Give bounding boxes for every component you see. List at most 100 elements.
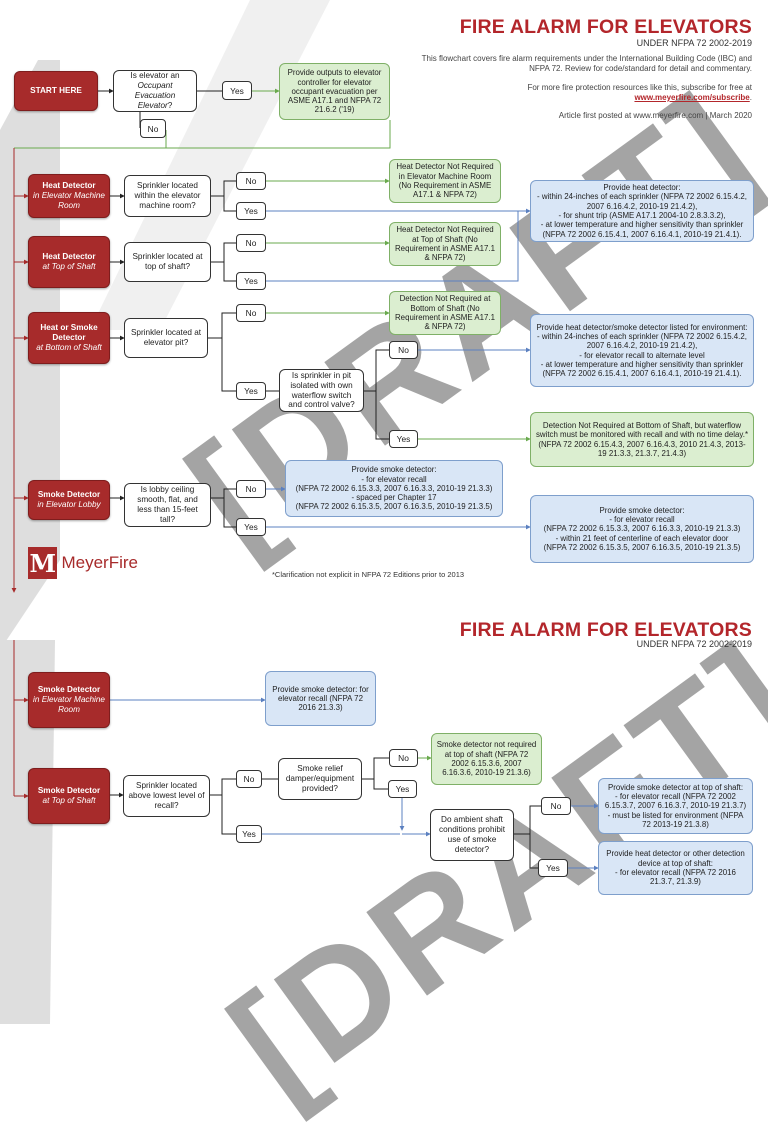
section2-title: FIRE ALARM FOR ELEVATORS bbox=[459, 619, 752, 641]
section2-subtitle: UNDER NFPA 72 2002-2019 bbox=[636, 639, 752, 649]
b4b-line3: (NFPA 72 2002 6.15.3.3, 2007 6.16.3.3, 2… bbox=[543, 524, 741, 534]
node-title: Smoke Detector bbox=[37, 685, 101, 695]
question-sprinkler-above-recall: Sprinkler located above lowest level of … bbox=[123, 775, 210, 817]
b6a-line2: - for elevator recall (NFPA 72 2002 6.15… bbox=[604, 792, 747, 811]
yes-label-occupant: Yes bbox=[222, 81, 252, 100]
b6b-line1: Provide heat detector or other detection… bbox=[606, 849, 745, 868]
outcome-smoke-machine-room: Provide smoke detector: for elevator rec… bbox=[265, 671, 376, 726]
no-label-q3: No bbox=[236, 304, 266, 322]
question-sprinkler-machine-room: Sprinkler located within the elevator ma… bbox=[124, 175, 211, 217]
question-sprinkler-top-of-shaft: Sprinkler located at top of shaft? bbox=[124, 242, 211, 282]
outcome-provide-heat-detector: Provide heat detector: - within 24-inche… bbox=[530, 180, 754, 242]
no-label-q6: No bbox=[236, 770, 262, 788]
yes-label-q2: Yes bbox=[236, 272, 266, 290]
no-label-q3b: No bbox=[389, 341, 418, 359]
question-pit-isolated-waterflow: Is sprinkler in pit isolated with own wa… bbox=[279, 369, 364, 412]
page-subtitle: UNDER NFPA 72 2002-2019 bbox=[636, 38, 752, 48]
outcome-heat-not-required-machine-room: Heat Detector Not Required in Elevator M… bbox=[389, 159, 501, 203]
outcome-heat-not-required-top-of-shaft: Heat Detector Not Required at Top of Sha… bbox=[389, 222, 501, 266]
b3-line4: - at lower temperature and higher sensit… bbox=[540, 359, 744, 379]
resources-label: For more fire protection resources like … bbox=[527, 83, 752, 92]
no-label-q1: No bbox=[236, 172, 266, 190]
start-here-node: START HERE bbox=[14, 71, 98, 111]
b4b-line5: (NFPA 72 2002 6.15.3.5, 2007 6.16.3.5, 2… bbox=[543, 542, 741, 552]
node-subtitle: at Top of Shaft bbox=[42, 262, 96, 271]
outcome-waterflow-monitored: Detection Not Required at Bottom of Shaf… bbox=[530, 412, 754, 467]
b6a-line3: - must be listed for environment (NFPA 7… bbox=[607, 810, 744, 829]
outcome-provide-smoke-lobby-chapter17: Provide smoke detector: - for elevator r… bbox=[285, 460, 503, 517]
node-subtitle: in Elevator Machine Room bbox=[33, 695, 105, 714]
flow-connectors bbox=[11, 88, 599, 871]
node-subtitle: at Bottom of Shaft bbox=[36, 342, 102, 352]
question-occupant-evacuation: Is elevator an Occupant Evacuation Eleva… bbox=[113, 70, 197, 112]
b6b-line2: - for elevator recall (NFPA 72 2016 21.3… bbox=[615, 868, 736, 887]
b1-line4: - at lower temperature and higher sensit… bbox=[540, 220, 744, 239]
outcome-smoke-top-of-shaft: Provide smoke detector at top of shaft: … bbox=[598, 778, 753, 834]
no-label-q2: No bbox=[236, 234, 266, 252]
node-title: Heat or Smoke Detector bbox=[40, 323, 98, 343]
logo-name: MeyerFire bbox=[61, 553, 138, 572]
yes-label-q1: Yes bbox=[236, 202, 266, 220]
meyerfire-logo: M MeyerFire bbox=[28, 546, 138, 580]
outcome-detection-not-required-bottom: Detection Not Required at Bottom of Shaf… bbox=[389, 291, 501, 335]
subscribe-link-suffix: . bbox=[749, 93, 752, 102]
b4a-line2: - for elevator recall bbox=[361, 474, 427, 484]
b1-line1: Provide heat detector: bbox=[603, 183, 681, 193]
question-smoke-relief-damper: Smoke relief damper/equipment provided? bbox=[278, 758, 362, 800]
no-label-q6b: No bbox=[389, 749, 418, 767]
b3-line3: - for elevator recall to alternate level bbox=[579, 350, 705, 360]
question-occupant-line1: Is elevator an bbox=[130, 71, 180, 81]
question-ambient-shaft-conditions: Do ambient shaft conditions prohibit use… bbox=[430, 809, 514, 861]
yes-label-q6c: Yes bbox=[538, 859, 568, 877]
posted-text: Article first posted at www.meyerfire.co… bbox=[558, 111, 752, 120]
resources-text: For more fire protection resources like … bbox=[412, 83, 752, 103]
b3-line1: Provide heat detector/smoke detector lis… bbox=[536, 322, 748, 332]
question-occupant-mark: ? bbox=[167, 100, 173, 110]
node-subtitle: in Elevator Machine Room bbox=[33, 191, 105, 210]
outcome-heat-other-top-of-shaft: Provide heat detector or other detection… bbox=[598, 841, 753, 895]
node-title: Smoke Detector bbox=[37, 786, 101, 796]
no-label-occupant: No bbox=[140, 119, 166, 138]
yes-label-q4: Yes bbox=[236, 518, 266, 536]
yes-label-q3: Yes bbox=[236, 382, 266, 400]
b4a-line5: (NFPA 72 2002 6.15.3.5, 2007 6.16.3.5, 2… bbox=[295, 502, 493, 512]
b6a-line1: Provide smoke detector at top of shaft: bbox=[607, 782, 744, 792]
yes-label-q6: Yes bbox=[236, 825, 262, 843]
node-title: Smoke Detector bbox=[37, 490, 101, 500]
question-occupant-term: Occupant Evacuation Elevator bbox=[134, 81, 176, 110]
node-subtitle: in Elevator Lobby bbox=[37, 500, 101, 509]
b4a-line3: (NFPA 72 2002 6.15.3.3, 2007 6.16.3.3, 2… bbox=[295, 483, 493, 493]
subscribe-link[interactable]: www.meyerfire.com/subscribe bbox=[634, 93, 750, 102]
logo-mark: M bbox=[28, 547, 58, 579]
footnote: *Clarification not explicit in NFPA 72 E… bbox=[272, 570, 465, 579]
b4b-line4: - within 21 feet of centerline of each e… bbox=[555, 533, 729, 543]
outcome-provide-heat-smoke-pit: Provide heat detector/smoke detector lis… bbox=[530, 314, 754, 387]
intro-text: This flowchart covers fire alarm require… bbox=[421, 54, 752, 73]
b4a-line4: - spaced per Chapter 17 bbox=[351, 493, 437, 503]
question-lobby-ceiling: Is lobby ceiling smooth, flat, and less … bbox=[124, 483, 211, 527]
b1-line2: - within 24-inches of each sprinkler (NF… bbox=[537, 192, 747, 211]
b4b-line1: Provide smoke detector: bbox=[599, 505, 685, 515]
b1-line3: - for shunt trip (ASME A17.1 2004-10 2.8… bbox=[558, 211, 726, 220]
outcome-smoke-not-required-top: Smoke detector not required at top of sh… bbox=[431, 733, 542, 785]
b3-line2: - within 24-inches of each sprinkler (NF… bbox=[537, 331, 747, 351]
page-title: FIRE ALARM FOR ELEVATORS bbox=[459, 16, 752, 38]
node-subtitle: at Top of Shaft bbox=[42, 796, 96, 805]
no-label-q4: No bbox=[236, 480, 266, 498]
yes-label-q3b: Yes bbox=[389, 430, 418, 448]
question-sprinkler-pit: Sprinkler located at elevator pit? bbox=[124, 318, 208, 358]
node-title: Heat Detector bbox=[42, 252, 96, 262]
outcome-occupant-evacuation: Provide outputs to elevator controller f… bbox=[279, 63, 390, 120]
node-title: Heat Detector bbox=[42, 181, 96, 191]
no-label-q6c: No bbox=[541, 797, 571, 815]
outcome-provide-smoke-lobby-21ft: Provide smoke detector: - for elevator r… bbox=[530, 495, 754, 563]
b4a-line1: Provide smoke detector: bbox=[351, 465, 437, 475]
b4b-line2: - for elevator recall bbox=[609, 515, 675, 524]
yes-label-q6b: Yes bbox=[388, 780, 417, 798]
